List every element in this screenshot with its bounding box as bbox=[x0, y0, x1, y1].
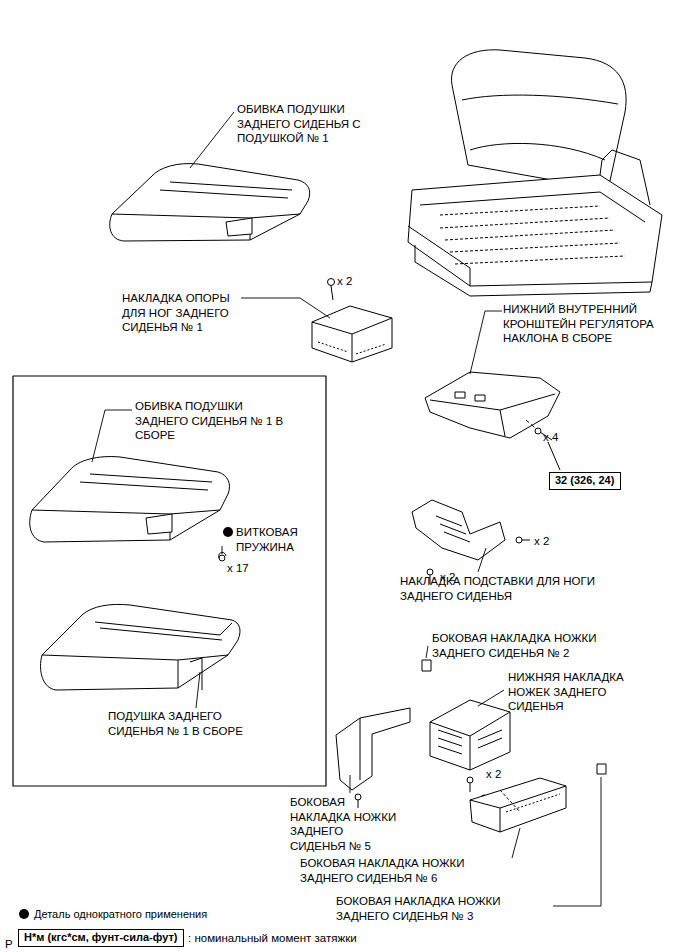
part-label: БОКОВАЯ НАКЛАДКА НОЖКИ ЗАДНЕГО СИДЕНЬЯ №… bbox=[290, 795, 402, 853]
quantity-label: x 2 bbox=[337, 274, 352, 289]
quantity-label: P bbox=[5, 937, 13, 952]
quantity-label: x 17 bbox=[227, 561, 249, 576]
part-label: БОКОВАЯ НАКЛАДКА НОЖКИ ЗАДНЕГО СИДЕНЬЯ №… bbox=[432, 631, 644, 660]
unit-box: Н*м (кгс*см, фунт-сила-фут) bbox=[18, 929, 184, 947]
seat-frame bbox=[408, 50, 662, 296]
part-label: НАКЛАДКА ОПОРЫ ДЛЯ НОГ ЗАДНЕГО СИДЕНЬЯ №… bbox=[122, 291, 246, 335]
part-label: НИЖНИЙ ВНУТРЕННИЙ КРОНШТЕЙН РЕГУЛЯТОРА Н… bbox=[503, 302, 685, 346]
part-label: ОБИВКА ПОДУШКИ ЗАДНЕГО СИДЕНЬЯ С ПОДУШКО… bbox=[237, 102, 377, 146]
quantity-label: : номинальный момент затяжки bbox=[188, 931, 357, 946]
side-cover-6 bbox=[470, 778, 566, 832]
part-label: ВИТКОВАЯ ПРУЖИНА bbox=[236, 525, 320, 554]
legend-text: Деталь однократного применения bbox=[34, 908, 207, 920]
one-time-part-symbol bbox=[223, 527, 233, 537]
cushion-cover-inset bbox=[30, 457, 230, 561]
box-text: Н*м (кгс*см, фунт-сила-фут) bbox=[24, 931, 178, 944]
part-label: ПОДУШКА ЗАДНЕГО СИДЕНЬЯ № 1 В СБОРЕ bbox=[108, 709, 278, 738]
legend-entry: Деталь однократного применения bbox=[18, 908, 207, 921]
torque-box: 32 (326, 24) bbox=[549, 472, 621, 490]
legend-symbol bbox=[18, 908, 30, 920]
recliner-bracket bbox=[425, 372, 560, 470]
side-cover-5 bbox=[336, 708, 410, 808]
part-label: НИЖНЯЯ НАКЛАДКА НОЖЕК ЗАДНЕГО СИДЕНЬЯ bbox=[508, 670, 630, 714]
cushion-cover-top bbox=[110, 164, 310, 241]
quantity-label: x 2 bbox=[534, 534, 549, 549]
quantity-label: x 4 bbox=[543, 430, 558, 445]
foot-stand-cover bbox=[412, 500, 530, 584]
foot-rest-cover bbox=[312, 279, 392, 363]
part-label: НАКЛАДКА ПОДСТАВКИ ДЛЯ НОГИ ЗАДНЕГО СИДЕ… bbox=[400, 574, 612, 603]
part-label: БОКОВАЯ НАКЛАДКА НОЖКИ ЗАДНЕГО СИДЕНЬЯ №… bbox=[300, 856, 518, 885]
leader-lines bbox=[92, 112, 601, 906]
quantity-label: x 2 bbox=[486, 767, 501, 782]
inset-frame bbox=[13, 376, 326, 786]
box-text: 32 (326, 24) bbox=[555, 474, 615, 487]
side-cover-3 bbox=[597, 764, 606, 774]
part-label: ОБИВКА ПОДУШКИ ЗАДНЕГО СИДЕНЬЯ № 1 В СБО… bbox=[135, 399, 295, 443]
cushion-inset bbox=[41, 604, 240, 690]
part-label: БОКОВАЯ НАКЛАДКА НОЖКИ ЗАДНЕГО СИДЕНЬЯ №… bbox=[336, 894, 554, 923]
side-cover-2 bbox=[422, 660, 431, 671]
